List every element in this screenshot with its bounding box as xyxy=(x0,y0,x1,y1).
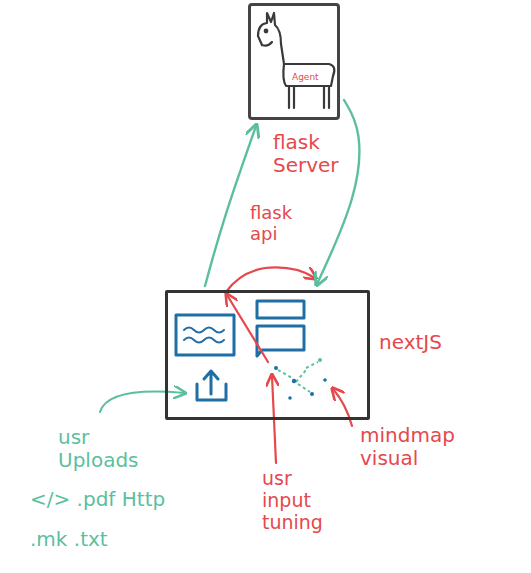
mindmap-dot xyxy=(292,379,296,383)
api-call-arrow xyxy=(226,267,315,292)
mindmap-dot xyxy=(310,392,314,396)
mindmap-sketch xyxy=(274,358,327,400)
framework-heading: nextJS xyxy=(379,331,442,354)
llama-outline xyxy=(258,13,334,86)
agent-label: Agent xyxy=(292,72,319,82)
llama-mouth xyxy=(262,42,272,46)
api-label: flask api xyxy=(250,203,292,244)
llama-illustration xyxy=(258,13,334,108)
mindmap-link xyxy=(278,362,318,392)
file-types-label: .mk .txt xyxy=(30,528,108,551)
chat-bubble xyxy=(257,301,304,318)
annotation-arrows xyxy=(226,267,352,463)
mindmap-dot xyxy=(288,396,292,400)
annotation-label: mindmap visual xyxy=(360,424,455,470)
leader-arrow xyxy=(100,392,184,412)
upload-arrow xyxy=(204,371,218,394)
wave-line xyxy=(184,328,224,333)
server-heading: flask Server xyxy=(273,131,339,177)
mindmap-dot xyxy=(274,366,278,370)
llama-legs xyxy=(289,86,329,108)
wave-line xyxy=(184,338,224,343)
leader-arrow xyxy=(333,389,352,426)
chat-bubble xyxy=(257,326,304,356)
api-connector xyxy=(317,100,359,284)
app-frame: nextJS xyxy=(165,290,370,420)
agent-box: Agentflask Server xyxy=(248,3,340,120)
llama-eye xyxy=(265,30,268,33)
input-flow-arrow xyxy=(227,295,268,362)
document-panel xyxy=(176,315,234,355)
mindmap-dot xyxy=(323,378,327,382)
mindmap-dot xyxy=(318,358,322,362)
file-types-label: </> .pdf Http xyxy=(30,488,165,511)
annotation-label: usr Uploads xyxy=(58,426,139,472)
annotation-label: usr input tuning xyxy=(262,468,323,534)
api-connector xyxy=(205,126,256,286)
